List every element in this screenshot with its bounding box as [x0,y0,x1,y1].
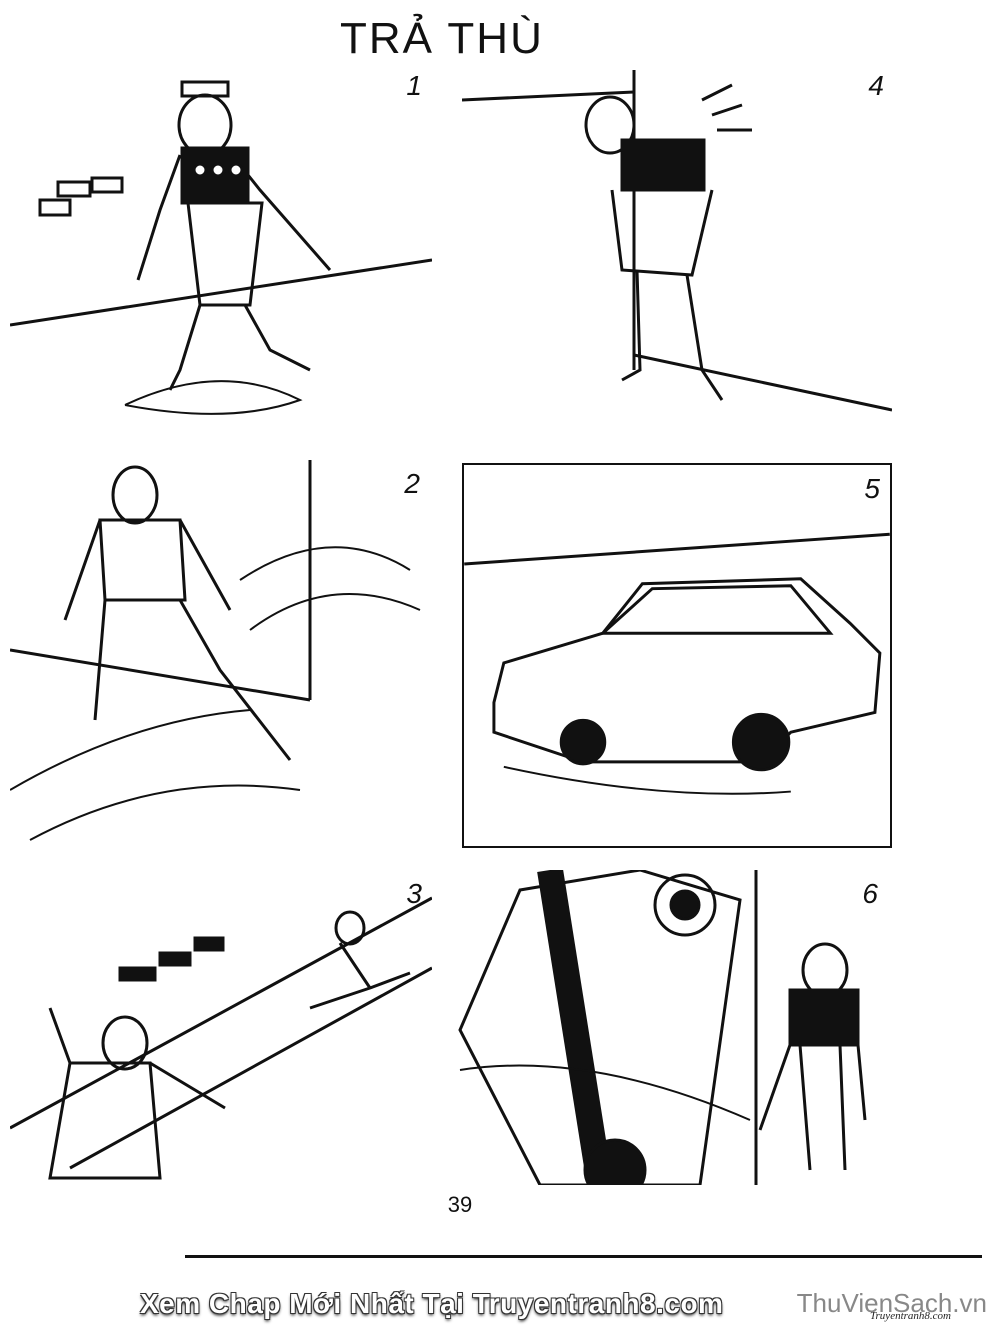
panel-4-art [462,70,892,412]
panel-3: 3 [10,878,432,1186]
panel-1-number: 1 [406,70,422,101]
panel-6-art [458,870,867,1185]
footer-banner: Xem Chap Mới Nhất Tại Truyentranh8.com T… [0,1282,999,1328]
panel-6: 6 [440,870,890,1185]
page-title: TRẢ THÙ [340,14,544,63]
panel-6-number: 6 [862,878,878,909]
panel-1: 1 [10,70,432,442]
panel-3-art [10,896,432,1180]
brand-logo: Truyentranh8.com [870,1310,951,1322]
watermark: ThuVienSach.vn [796,1288,987,1318]
promo-link[interactable]: Xem Chap Mới Nhất Tại Truyentranh8.com [140,1288,724,1319]
panel-5: 5 [462,463,892,848]
panel-2: 2 [10,460,432,870]
panel-2-number: 2 [404,468,420,499]
panel-2-art [10,460,421,841]
panel-1-art [10,80,432,415]
panel-5-art [464,532,890,795]
panel-5-number: 5 [864,473,880,504]
panel-4-number: 4 [868,70,884,101]
panel-4: 4 [462,70,892,442]
page-number: 39 [447,1192,473,1217]
panel-3-number: 3 [406,878,422,909]
footer-divider [185,1255,982,1258]
